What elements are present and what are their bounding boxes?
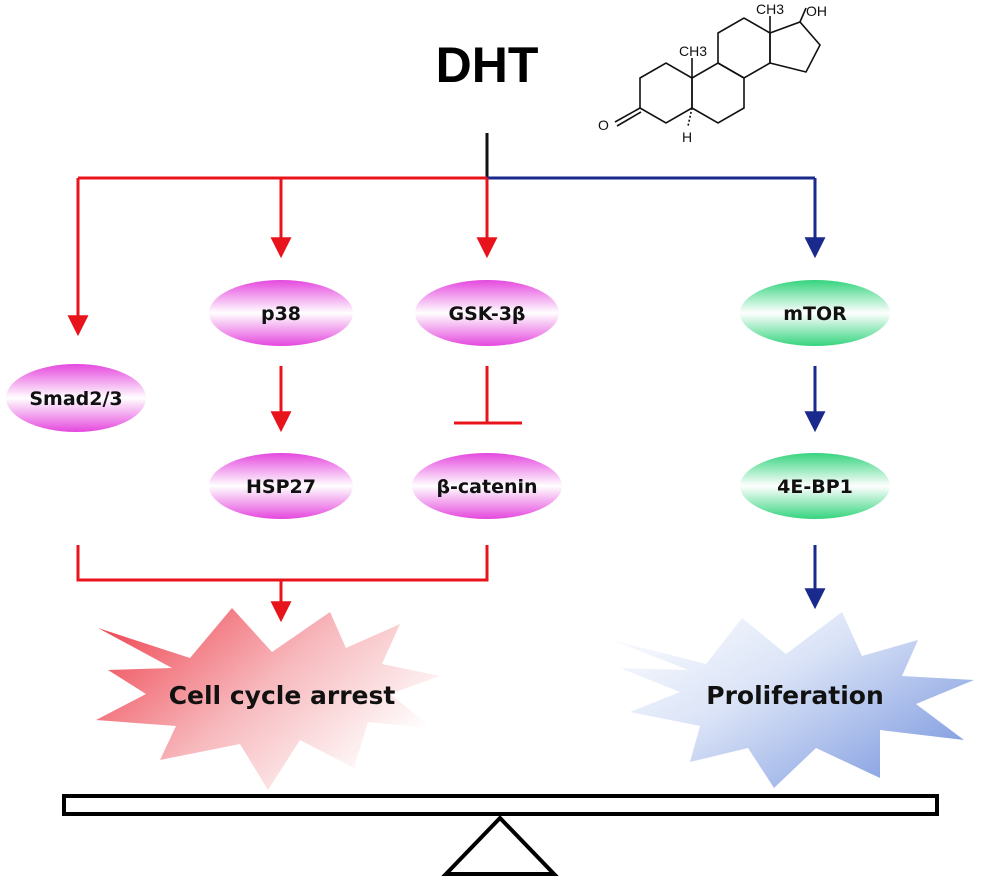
balance-beam [62,794,939,816]
node-mtor: mTOR [740,280,890,346]
balance-fulcrum [441,815,559,876]
node-bcatenin-label: β-catenin [436,476,537,498]
outcome-proliferation: Proliferation [612,612,974,788]
ch3-label-lower: CH3 [679,43,707,59]
node-mtor-label: mTOR [783,303,847,325]
outcome-proliferation-label: Proliferation [706,681,884,710]
node-hsp27-label: HSP27 [246,476,316,498]
dht-molecule-structure [614,7,821,127]
node-4ebp1-label: 4E-BP1 [777,476,853,498]
outcome-cell-cycle-arrest: Cell cycle arrest [96,608,440,790]
node-smad: Smad2/3 [6,364,146,432]
ketone-o-label: O [598,117,609,133]
node-p38-label: p38 [261,303,301,325]
node-gsk3b: GSK-3β [415,280,559,346]
node-4ebp1: 4E-BP1 [740,453,890,519]
title-dht: DHT [436,37,539,93]
node-bcatenin: β-catenin [412,453,562,519]
outcome-arrest-label: Cell cycle arrest [169,681,396,710]
node-hsp27: HSP27 [209,453,353,519]
node-smad-label: Smad2/3 [29,388,122,410]
h-label: H [682,129,692,145]
node-gsk3b-label: GSK-3β [448,303,525,325]
ch3-label-upper: CH3 [756,1,784,17]
node-p38: p38 [209,280,353,346]
oh-label: OH [806,3,827,19]
convergence-bracket [76,545,489,582]
